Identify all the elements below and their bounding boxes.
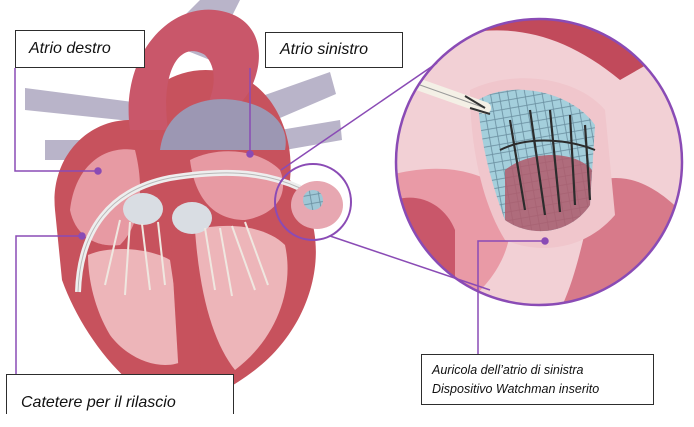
label-appendage-line1: Auricola dell’atrio di sinistra [432, 361, 583, 380]
label-catheter-text: Catetere per il rilascio [21, 394, 176, 412]
label-left-atrium: Atrio sinistro [265, 32, 403, 68]
label-appendage-line2: Dispositivo Watchman inserito [432, 380, 599, 399]
label-left-atrium-text: Atrio sinistro [280, 41, 368, 59]
label-right-atrium: Atrio destro [15, 30, 145, 68]
label-right-atrium-text: Atrio destro [29, 40, 111, 58]
label-appendage: Auricola dell’atrio di sinistra Disposit… [421, 354, 654, 405]
zoom-detail [390, 15, 690, 315]
appendage-small [291, 181, 343, 229]
label-catheter: Catetere per il rilascio [6, 374, 234, 414]
heart [55, 10, 316, 407]
